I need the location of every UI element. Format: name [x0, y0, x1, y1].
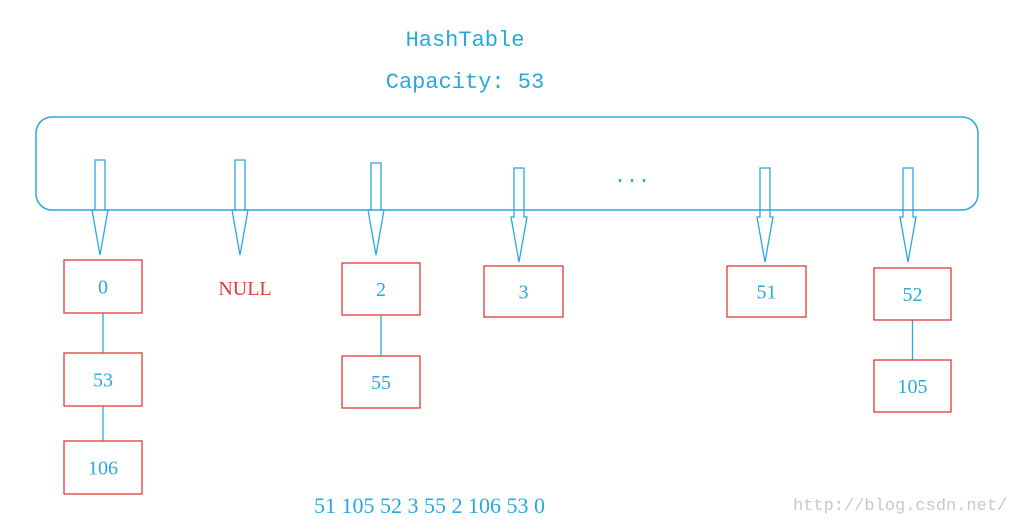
insertion-sequence: 51 105 52 3 55 2 106 53 0 [314, 493, 545, 518]
chain-node-value: 3 [519, 282, 529, 304]
chain-node-box [63, 440, 143, 495]
ellipsis-marker: ... [614, 166, 650, 189]
null-label: NULL [218, 278, 271, 300]
chain-node-value: 105 [898, 376, 928, 398]
chain-node-value: 55 [371, 372, 391, 394]
bucket-pointer-arrow [367, 162, 385, 256]
chain-node-box [873, 359, 952, 413]
bucket-pointer-arrow [91, 159, 109, 256]
bucket-array [35, 116, 979, 211]
bucket-pointer-arrow [756, 167, 774, 263]
chain-node-box [873, 267, 952, 321]
chain-node-box [483, 265, 564, 318]
capacity-label: Capacity: 53 [385, 70, 545, 95]
bucket-pointer-arrow [510, 167, 528, 263]
chain-node-value: 106 [88, 458, 118, 480]
chain-node-value: 53 [93, 370, 113, 392]
chain-node-box [341, 355, 421, 409]
watermark: http://blog.csdn.net/ [793, 497, 1008, 516]
chain-node-box [726, 265, 807, 318]
chain-node-value: 2 [376, 279, 386, 301]
chain-node-box [63, 352, 143, 407]
bucket-pointer-arrow [231, 159, 249, 256]
chain-node-value: 51 [757, 282, 777, 304]
chain-node-box [341, 262, 421, 316]
chain-node-value: 52 [903, 284, 923, 306]
bucket-pointer-arrow [899, 167, 917, 263]
chain-node-box [63, 259, 143, 314]
chain-node-value: 0 [98, 277, 108, 299]
diagram-title: HashTable [405, 28, 525, 53]
